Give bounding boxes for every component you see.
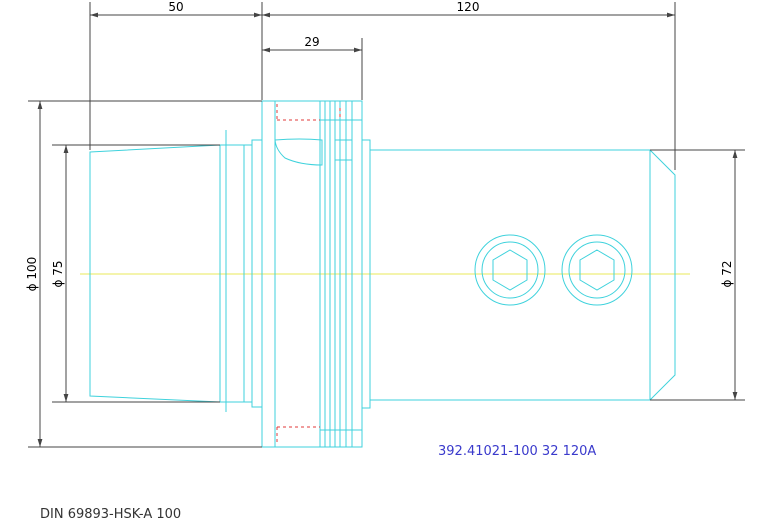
standard-label: DIN 69893-HSK-A 100 bbox=[40, 507, 181, 522]
flange bbox=[261, 100, 363, 448]
dimension-label-dia-75: ϕ 75 bbox=[51, 261, 65, 288]
dimension-label-dia-100: ϕ 100 bbox=[25, 257, 39, 292]
dimension-length-50: 50 bbox=[89, 0, 263, 150]
part-number-label: 392.41021-100 32 120A bbox=[438, 444, 596, 459]
dimension-label-50: 50 bbox=[168, 0, 183, 14]
dimension-diameter-75: ϕ 75 bbox=[51, 144, 220, 403]
clamp-screw-2 bbox=[561, 234, 633, 306]
dimension-label-29: 29 bbox=[304, 35, 319, 49]
clamp-screw-1 bbox=[474, 234, 546, 306]
dimension-label-dia-72: ϕ 72 bbox=[720, 261, 734, 288]
dimension-length-120: 120 bbox=[262, 0, 676, 170]
dimension-diameter-72: ϕ 72 bbox=[650, 149, 745, 401]
dimension-label-120: 120 bbox=[457, 0, 480, 14]
dimension-length-29: 29 bbox=[262, 35, 363, 100]
taper-shank bbox=[89, 130, 263, 412]
dimension-diameter-100: ϕ 100 bbox=[25, 100, 262, 448]
